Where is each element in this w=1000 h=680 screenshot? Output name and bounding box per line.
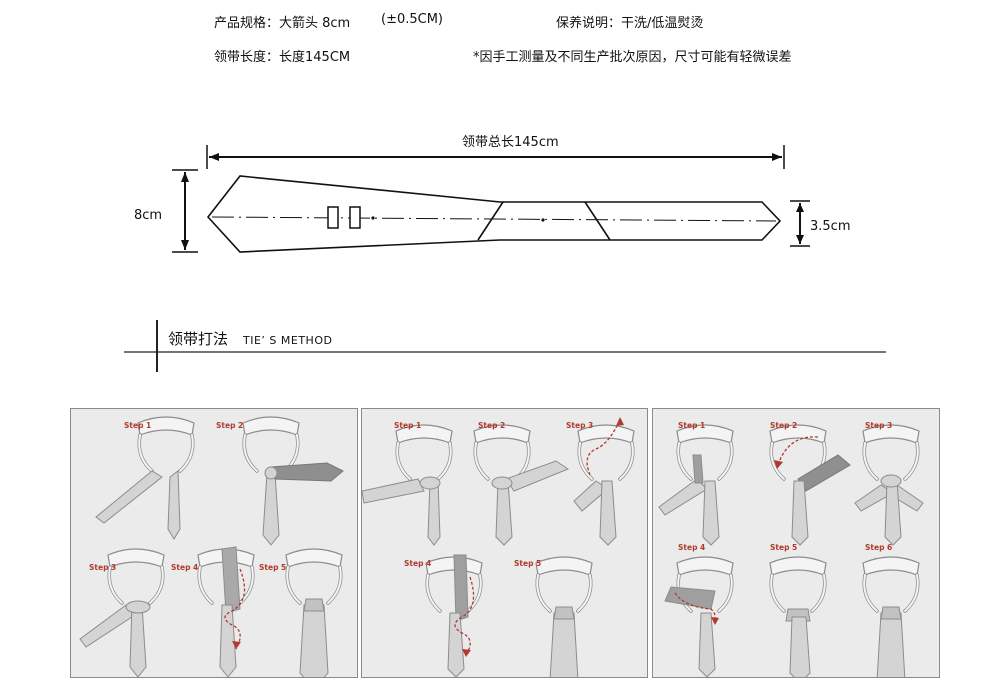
p3-step1-figure [658,423,735,546]
p3-step6-figure [861,555,921,677]
p1-step5-figure [284,547,344,677]
narrow-width-label: 3.5cm [810,219,851,234]
method-title-en: TIE’ S METHOD [243,334,333,347]
p2-step2-label: Step 2 [478,421,506,430]
p2-step3-label: Step 3 [566,421,594,430]
p2-step4-figure [424,554,484,677]
tie-method-panel-1: Step 1 Step 2 Step 3 Step 4 Step 5 [70,408,358,678]
p2-step5-label: Step 5 [514,559,542,568]
disclaimer: *因手工测量及不同生产批次原因，尺寸可能有轻微误差 [473,50,792,65]
p3-step3-figure [854,423,924,546]
p1-step2-figure [241,415,344,546]
p3-step4-label: Step 4 [678,543,706,552]
tie-method-panel-3: Step 1 Step 2 Step 3 Step 4 Step 5 Step … [652,408,940,678]
length-label: 领带长度：长度145CM [214,50,351,65]
p1-step2-label: Step 2 [216,421,244,430]
p3-step5-figure [768,555,828,677]
p1-step4-figure [196,546,256,677]
panel-3-illustrations [658,423,924,677]
p3-step5-label: Step 5 [770,543,798,552]
p3-step6-label: Step 6 [865,543,893,552]
tolerance-label: (±0.5CM) [381,12,444,27]
wide-width-arrow [172,169,198,253]
p2-step1-figure [362,423,454,546]
p1-step3-figure [79,547,166,677]
p3-step4-figure [664,555,735,677]
narrow-width-arrow [790,200,810,247]
p1-step1-label: Step 1 [124,421,152,430]
p1-step1-figure [95,415,196,540]
panel-1-illustrations [79,415,344,677]
spec-label: 产品规格：大箭头 8cm [214,16,351,31]
tie-loops [327,206,361,229]
p2-step2-figure [472,423,570,546]
total-length-label: 领带总长145cm [462,135,559,150]
panel-2-illustrations [362,417,636,677]
p1-step5-label: Step 5 [259,563,287,572]
method-heading-lines [124,320,886,372]
p3-step1-label: Step 1 [678,421,706,430]
tie-outline [206,175,782,253]
p3-step2-figure [768,423,851,546]
p1-step3-label: Step 3 [89,563,117,572]
wide-width-label: 8cm [134,208,163,223]
p2-step3-figure [573,417,636,546]
p3-step3-label: Step 3 [865,421,893,430]
total-length-arrow [206,145,785,169]
care-label: 保养说明：干洗/低温熨烫 [556,16,704,31]
p2-step1-label: Step 1 [394,421,422,430]
tie-dimension-diagram [172,145,810,253]
p2-step5-figure [534,555,594,677]
method-title-zh: 领带打法 [168,330,229,348]
p3-step2-label: Step 2 [770,421,798,430]
p1-step4-label: Step 4 [171,563,199,572]
tie-method-panel-2: Step 1 Step 2 Step 3 Step 4 Step 5 [361,408,648,678]
p2-step4-label: Step 4 [404,559,432,568]
